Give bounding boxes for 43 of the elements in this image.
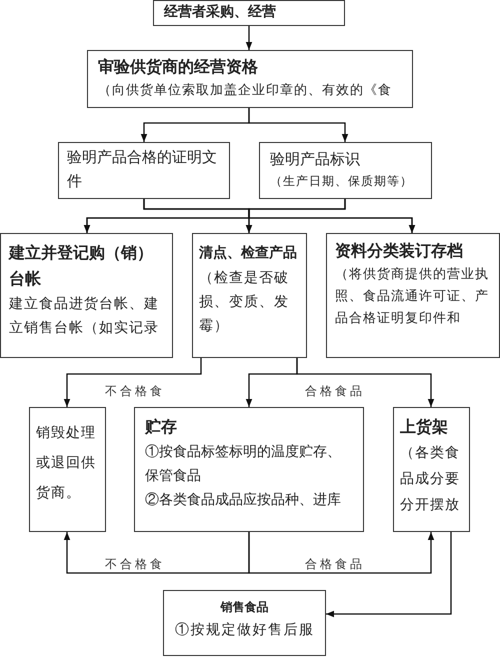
- edge-label: 不合格食: [105, 384, 165, 398]
- step-text: （各类食品成分要分开摆放: [400, 444, 461, 515]
- step-title: 资料分类装订存档: [335, 240, 464, 262]
- connector-arrow: [248, 108, 348, 142]
- step-title: 建立并登记购（销）台帐: [9, 242, 154, 290]
- process-box: [0, 233, 173, 358]
- step-title: 销售食品: [219, 599, 270, 616]
- edge-label: 合格食品: [305, 384, 365, 398]
- step-text: 销毁处理或退回供货商。: [36, 424, 97, 503]
- connector-arrow: [64, 532, 250, 574]
- process-box: [326, 233, 500, 358]
- step-text: ①按食品标签标明的温度贮存、保管食品: [145, 443, 342, 486]
- connector-arrow: [246, 26, 252, 50]
- connector-arrow: [64, 358, 202, 407]
- step-text: 建立食品进货台帐、建立销售台帐（如实记录: [9, 295, 160, 338]
- step-text: ①按规定做好售后服: [174, 621, 316, 640]
- edge-label: 合格食品: [305, 557, 365, 571]
- step-text: （检查是否破损、变质、发霉）: [199, 269, 290, 336]
- process-box: [87, 50, 413, 108]
- step-text: （生产日期、保质期等）: [270, 173, 414, 190]
- connector-arrow: [326, 532, 452, 618]
- edge-label: 不合格食: [105, 557, 165, 571]
- step-title: 审验供货商的经营资格: [98, 56, 259, 78]
- step-text: （向供货单位索取加盖企业印章的、有效的《食: [98, 82, 393, 100]
- step-title: 经营者采购、经营: [164, 3, 277, 21]
- step-title: 清点、检查产品: [199, 244, 298, 263]
- step-title: 验明产品标识: [270, 149, 361, 170]
- step-title: 贮存: [145, 416, 178, 438]
- connector-arrow: [248, 199, 416, 233]
- process-box: [134, 407, 364, 532]
- process-box: [259, 142, 432, 199]
- connector-arrow: [296, 358, 434, 407]
- process-box: [153, 0, 345, 26]
- step-title: 验明产品合格的证明文件: [67, 147, 218, 192]
- process-box: [393, 407, 470, 532]
- connector-arrow: [248, 532, 434, 574]
- step-text: （将供货商提供的营业执照、食品流通许可证、产品合格证明复印件和: [335, 266, 490, 328]
- process-box: [192, 233, 307, 358]
- step-title: 上货架: [400, 416, 449, 438]
- step-text: ②各类食品成品应按品种、进库: [145, 491, 342, 510]
- process-box: [29, 407, 106, 532]
- process-box: [163, 590, 326, 656]
- process-box: [58, 142, 230, 199]
